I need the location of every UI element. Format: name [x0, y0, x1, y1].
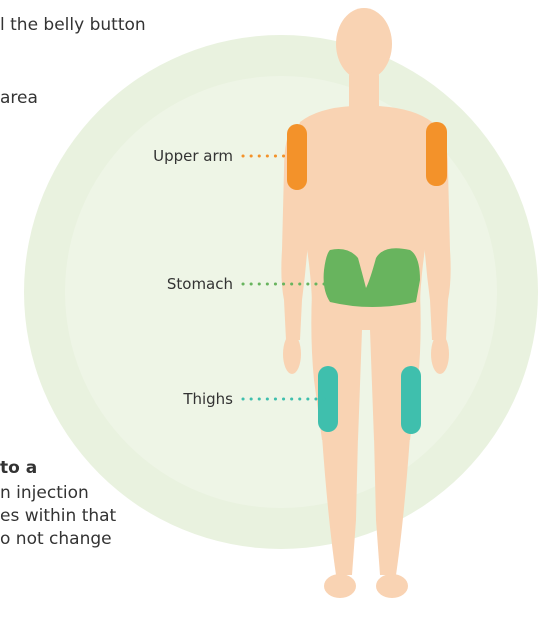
paragraph-bold-text: to a — [0, 457, 37, 480]
thigh-left-area — [318, 366, 338, 432]
upper-arm-right-area — [426, 122, 447, 186]
stomach-label: Stomach — [120, 275, 233, 293]
thigh-right-area — [401, 366, 421, 434]
instruction-line-2: area — [0, 87, 38, 110]
thighs-label: Thighs — [120, 390, 233, 408]
paragraph-line-1: n injection — [0, 482, 89, 505]
paragraph-line-2: es within that — [0, 505, 116, 528]
upper-arm-label: Upper arm — [120, 147, 233, 165]
paragraph-line-3: o not change — [0, 528, 112, 551]
instruction-line-1: l the belly button — [0, 14, 146, 37]
upper-arm-left-area — [287, 124, 307, 190]
